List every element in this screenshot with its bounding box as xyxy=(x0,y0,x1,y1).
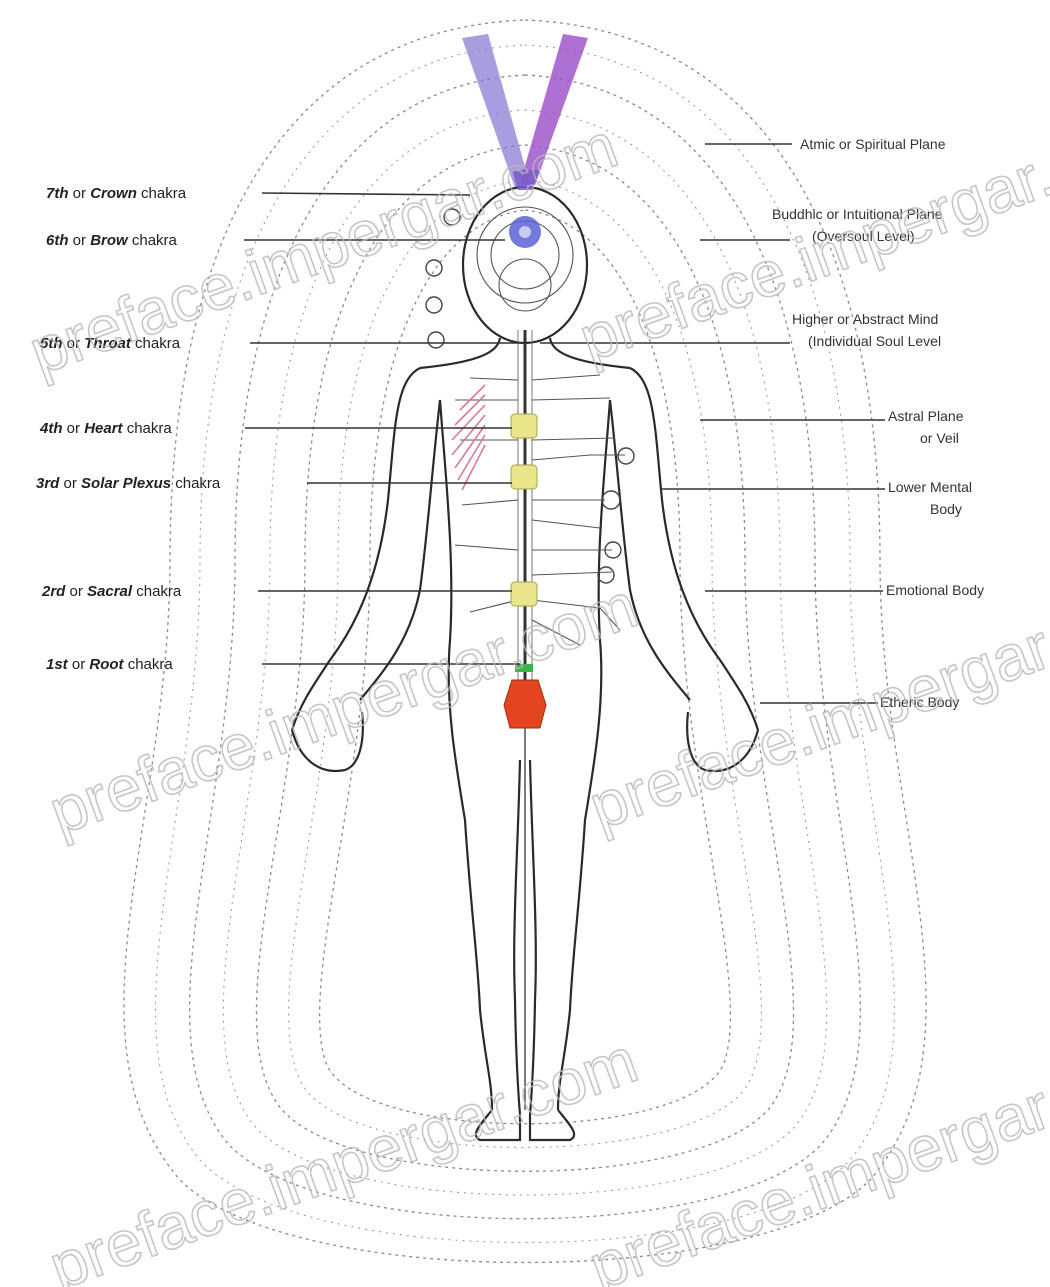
root-chakra xyxy=(504,680,546,728)
label-crown: 7th or Crown chakra xyxy=(46,185,187,202)
nerve-branch-2 xyxy=(455,378,518,612)
ganglion-4 xyxy=(428,332,444,348)
label-astral-plane: Astral Plane or Veil xyxy=(888,408,967,446)
heart-nerve-lines xyxy=(452,385,485,490)
watermark-6: preface.impergar.com xyxy=(580,1024,1050,1287)
brow-chakra-center xyxy=(519,226,531,238)
label-brow: 6th or Brow chakra xyxy=(46,232,178,249)
label-lower-mental: Lower Mental Body xyxy=(888,479,976,517)
label-root: 1st or Root chakra xyxy=(46,656,173,673)
torso-left xyxy=(440,400,465,820)
watermark-5: preface.impergar.com xyxy=(40,1024,646,1287)
label-atmic-plane: Atmic or Spiritual Plane xyxy=(800,136,946,152)
watermark-4: preface.impergar.com xyxy=(580,564,1050,843)
label-sacral: 2rd or Sacral chakra xyxy=(41,583,182,600)
label-solar-plexus: 3rd or Solar Plexus chakra xyxy=(36,475,221,492)
label-higher-mind: Higher or Abstract Mind (Individual Soul… xyxy=(792,311,942,349)
brow-chakra xyxy=(509,216,541,248)
left-leg-outer xyxy=(465,820,492,1110)
label-heart: 4th or Heart chakra xyxy=(39,420,172,437)
heart-nerves xyxy=(452,385,485,490)
ganglion-2 xyxy=(426,260,442,276)
label-emotional-body: Emotional Body xyxy=(886,582,984,598)
watermark-3: preface.impergar.com xyxy=(40,569,646,848)
right-arm-inner xyxy=(610,400,690,700)
ganglion-5 xyxy=(618,448,634,464)
right-arm-outer xyxy=(630,368,758,730)
heart-chakra xyxy=(511,414,537,438)
ganglia xyxy=(426,209,634,583)
ganglion-3 xyxy=(426,297,442,313)
solar-plexus-chakra xyxy=(511,465,537,489)
